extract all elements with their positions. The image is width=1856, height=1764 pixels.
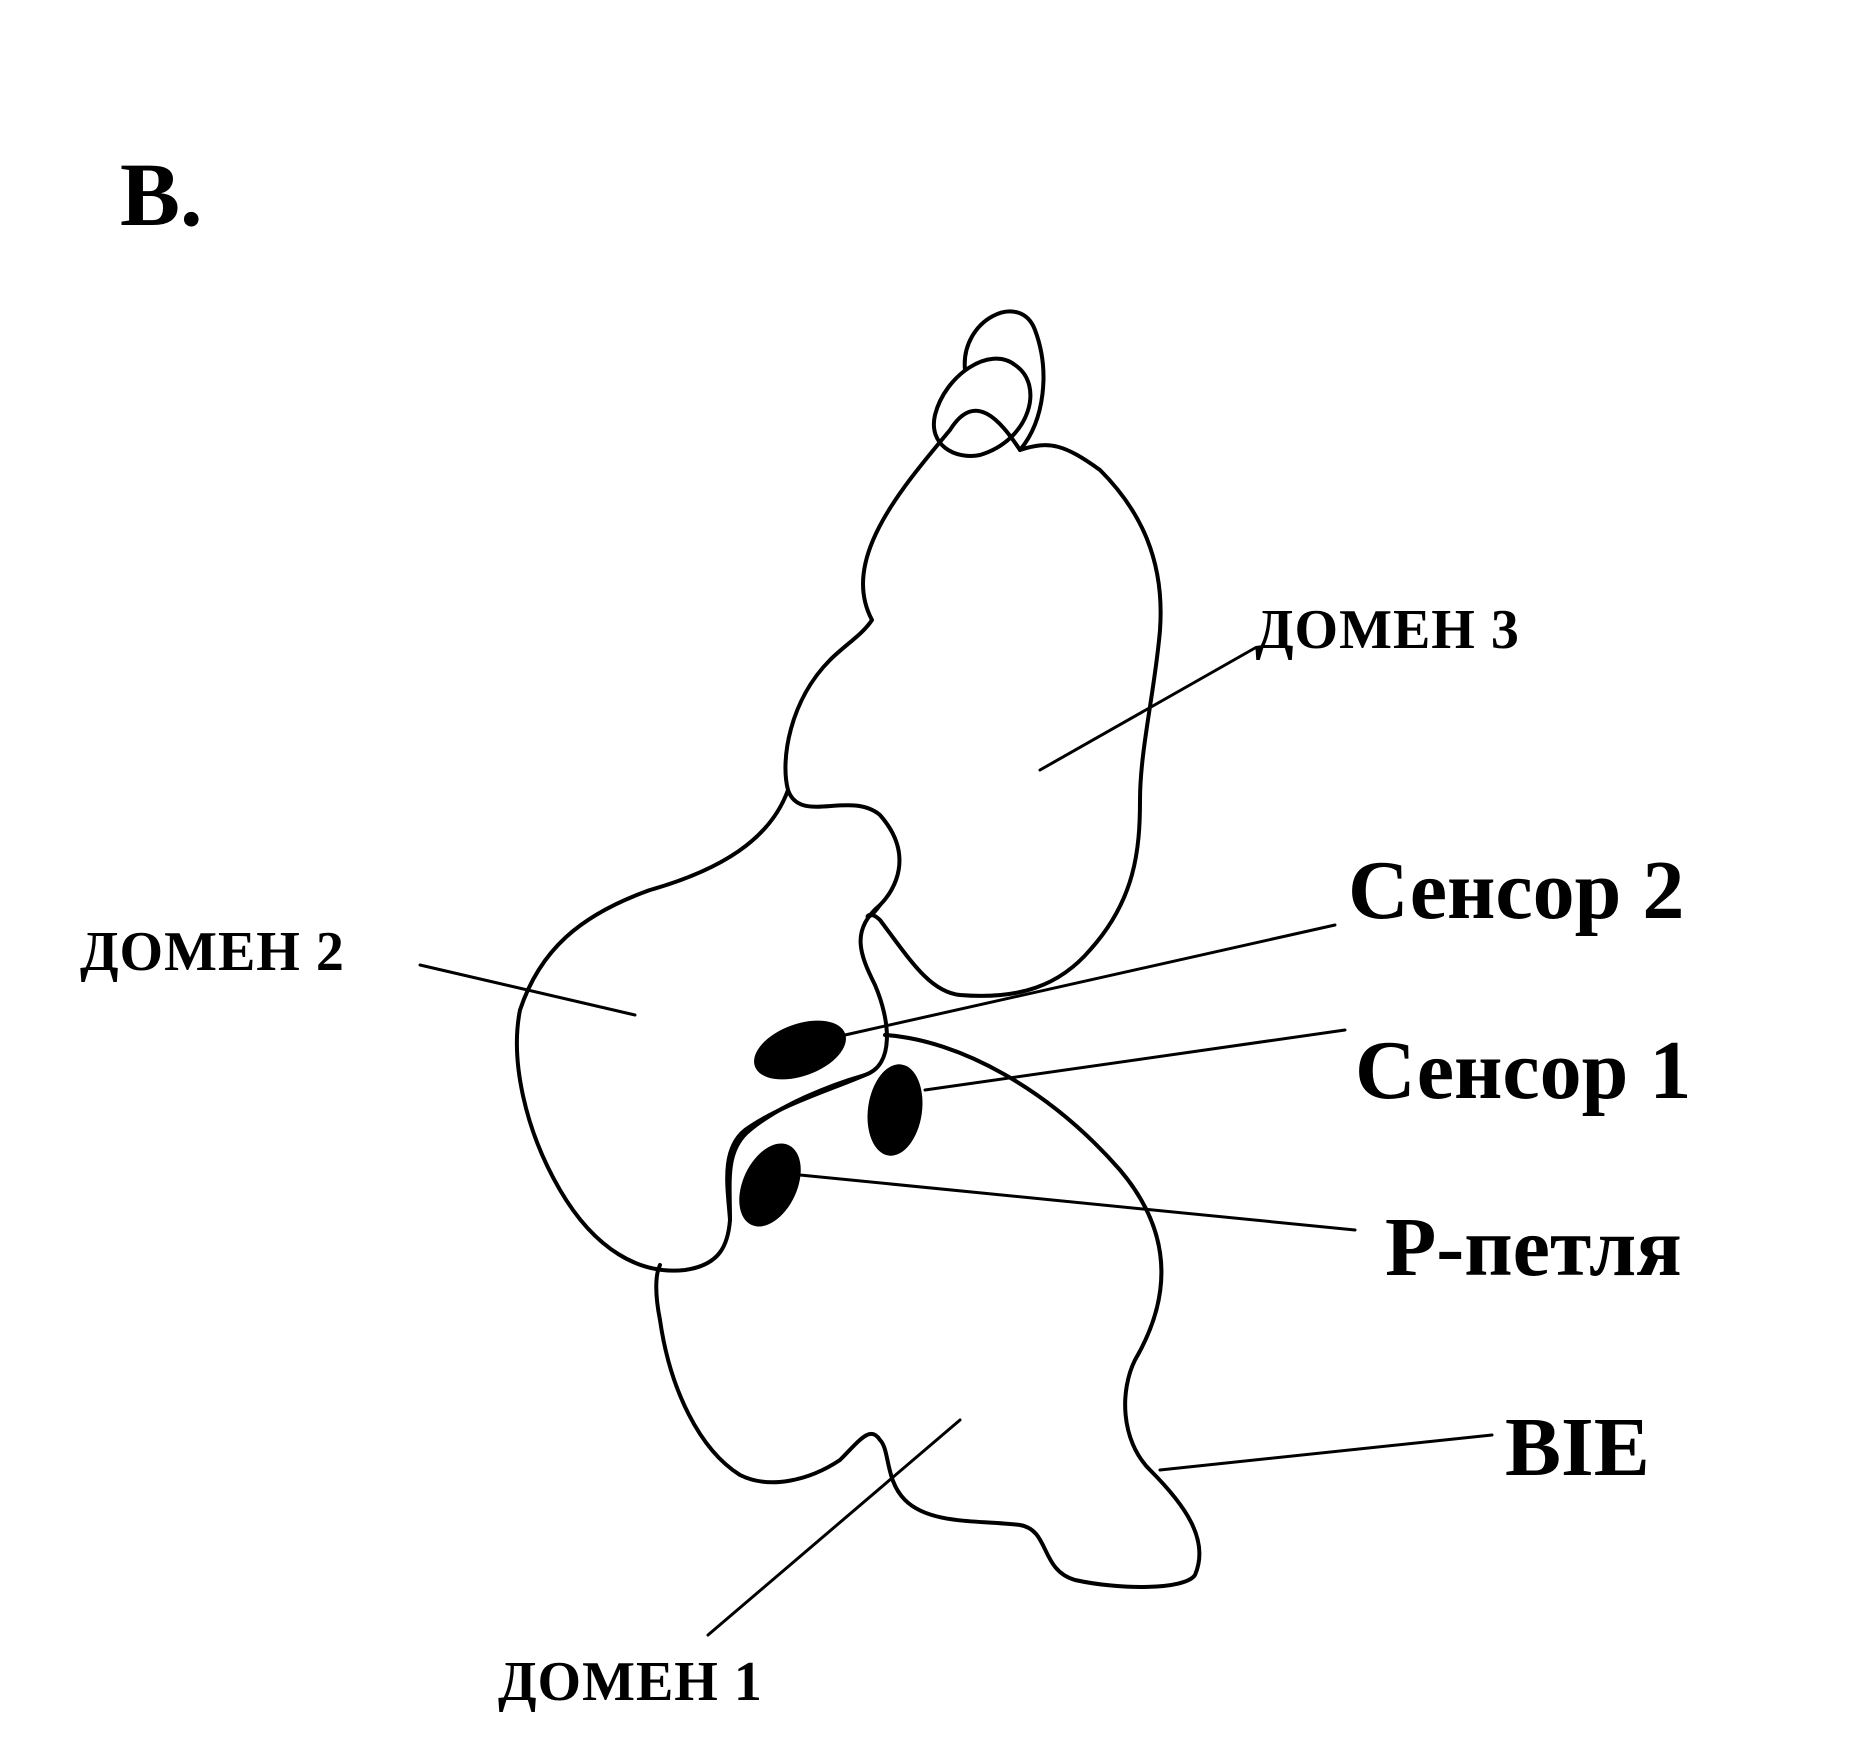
domain-1-label: ДОМЕН 1 bbox=[498, 1651, 763, 1713]
bie-label: BIE bbox=[1505, 1401, 1650, 1494]
sensor-2-label: Сенсор 2 bbox=[1348, 844, 1684, 937]
domain-2-outline bbox=[514, 788, 889, 1273]
sensor-1-leader bbox=[923, 1028, 1347, 1092]
panel-label: B. bbox=[120, 146, 203, 245]
domain-1-leader bbox=[706, 1418, 962, 1637]
bie-leader bbox=[1158, 1433, 1494, 1472]
inner-groove bbox=[725, 1073, 867, 1222]
domain-2-label: ДОМЕН 2 bbox=[80, 921, 345, 983]
domain-2-leader bbox=[418, 963, 637, 1017]
top-cap-lobe bbox=[962, 309, 1046, 452]
p-loop-label: Р-петля bbox=[1385, 1201, 1682, 1294]
domain-3-outline bbox=[783, 408, 1163, 998]
domain-3-leader bbox=[1038, 646, 1257, 772]
p-loop-blob bbox=[739, 1143, 801, 1227]
sensor-1-blob bbox=[867, 1064, 923, 1156]
domain-1-outline bbox=[654, 1033, 1202, 1589]
small-top-lobe bbox=[931, 356, 1033, 458]
sensor-1-label: Сенсор 1 bbox=[1355, 1024, 1691, 1117]
p-loop-leader bbox=[798, 1173, 1357, 1232]
sensor-2-blob bbox=[754, 1020, 846, 1080]
domain-3-label: ДОМЕН 3 bbox=[1255, 599, 1520, 661]
sensor-2-leader bbox=[843, 923, 1337, 1037]
